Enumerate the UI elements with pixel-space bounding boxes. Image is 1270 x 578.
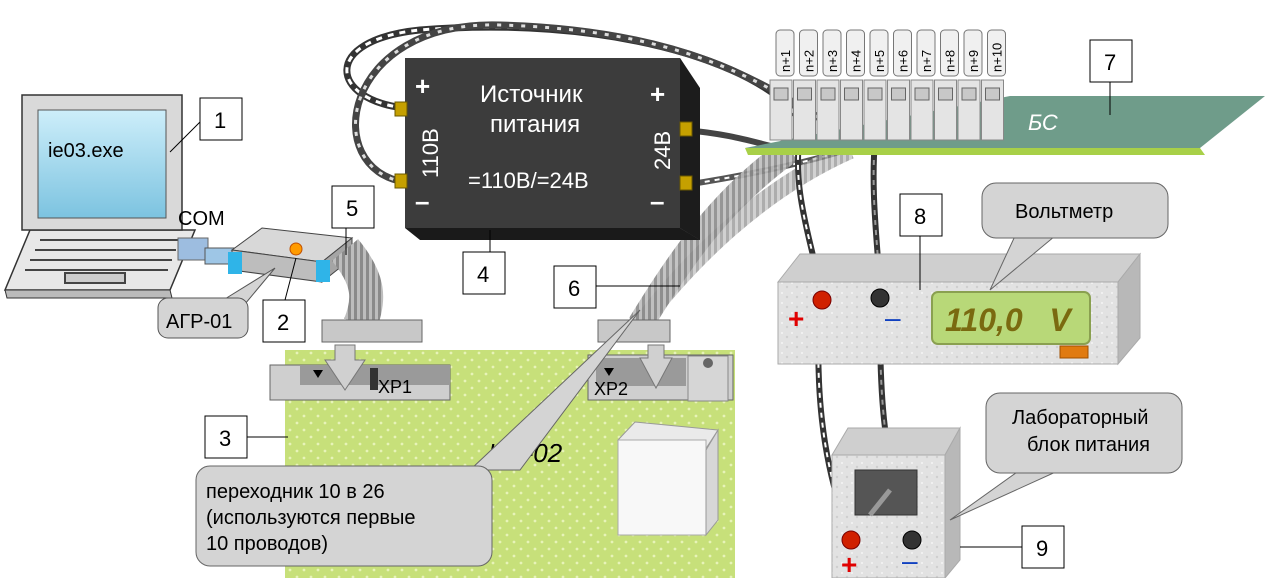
svg-text:9: 9 xyxy=(1036,536,1048,561)
marker-3: 3 xyxy=(205,416,247,458)
bs-terminal-screw xyxy=(915,88,929,100)
bs-terminal-screw xyxy=(986,88,1000,100)
adapter-note-line3: 10 проводов) xyxy=(206,533,328,555)
bs-terminal-label: n+10 xyxy=(990,43,1005,72)
bs-terminal-screw xyxy=(845,88,859,100)
psu-title-line1: Источник xyxy=(480,81,583,108)
com-port-label: COM xyxy=(178,208,225,230)
ribbon-cable-5 xyxy=(345,250,366,325)
bs-board: n+1 n+2 n+3 n+4 n+5 n+6 n+7 n+8 n+9 n+10 БС xyxy=(745,30,1265,155)
board-component xyxy=(618,422,718,535)
bs-terminal-block: n+1 n+2 n+3 n+4 n+5 n+6 n+7 n+8 n+9 n+10 xyxy=(770,30,1006,140)
svg-text:5: 5 xyxy=(346,196,358,221)
marker-9: 9 xyxy=(1022,526,1064,568)
bs-name: БС xyxy=(1028,110,1058,135)
svg-text:1: 1 xyxy=(214,108,226,133)
voltmeter: 110,0 V + – xyxy=(778,254,1140,364)
bs-terminal-label: n+9 xyxy=(966,50,981,72)
voltmeter-callout-text: Вольтметр xyxy=(1015,201,1113,223)
bs-terminal-screw xyxy=(821,88,835,100)
bs-terminal-screw xyxy=(774,88,788,100)
laptop-screen xyxy=(38,110,166,218)
voltmeter-minus-label: – xyxy=(885,302,901,333)
svg-text:8: 8 xyxy=(914,204,926,229)
bs-terminal-label: n+5 xyxy=(872,50,887,72)
agr-name: АГР-01 xyxy=(166,311,232,333)
xp2-label: XP2 xyxy=(594,379,628,399)
adapter-note-line2: (используются первые xyxy=(206,507,415,529)
bs-terminal-screw xyxy=(868,88,882,100)
marker-5: 5 xyxy=(332,186,374,228)
bs-terminal-screw xyxy=(939,88,953,100)
lab-power-supply: + – xyxy=(832,428,960,578)
psu-minus-right: – xyxy=(650,186,664,216)
bs-terminal-screw xyxy=(892,88,906,100)
xp2-connector: XP2 xyxy=(588,320,733,401)
bs-terminal-screw xyxy=(962,88,976,100)
voltmeter-reading: 110,0 V xyxy=(945,302,1073,338)
psu-title-line2: питания xyxy=(490,111,580,138)
psu-right-voltage: 24В xyxy=(650,131,675,170)
voltmeter-plus-label: + xyxy=(788,303,804,334)
laptop: ie03.exe COM xyxy=(5,95,225,298)
svg-text:7: 7 xyxy=(1104,50,1116,75)
marker-1: 1 xyxy=(200,98,242,140)
svg-text:2: 2 xyxy=(277,310,289,335)
bs-terminal-label: n+4 xyxy=(849,50,864,72)
bs-terminal-label: n+2 xyxy=(802,50,817,72)
lab-psu-callout: Лабораторный блок питания xyxy=(950,393,1182,520)
marker-8: 8 xyxy=(900,194,942,236)
adapter-note-line1: переходник 10 в 26 xyxy=(206,481,385,503)
marker-7: 7 xyxy=(1090,40,1132,82)
marker-2: 2 xyxy=(263,300,305,342)
svg-text:4: 4 xyxy=(477,262,489,287)
power-supply: + – + – Источник питания =110В/=24В 110В… xyxy=(395,58,700,240)
lab-psu-minus-label: – xyxy=(902,545,918,576)
bs-terminal-label: n+3 xyxy=(825,50,840,72)
marker-4: 4 xyxy=(463,252,505,294)
marker-6: 6 xyxy=(554,266,596,308)
lab-psu-plus-label: + xyxy=(841,549,857,578)
svg-text:3: 3 xyxy=(219,426,231,451)
psu-minus-left: – xyxy=(415,186,429,216)
bs-terminal-label: n+8 xyxy=(943,50,958,72)
xp1-label: XP1 xyxy=(378,377,412,397)
led-icon xyxy=(290,243,302,255)
lab-psu-callout-line1: Лабораторный xyxy=(1012,407,1148,429)
lab-psu-callout-line2: блок питания xyxy=(1027,434,1150,456)
bs-terminal-label: n+7 xyxy=(919,50,934,72)
lab-psu-plus-jack[interactable] xyxy=(842,531,860,549)
psu-voltages: =110В/=24В xyxy=(468,168,589,193)
svg-text:6: 6 xyxy=(568,276,580,301)
voltmeter-plus-jack[interactable] xyxy=(813,291,831,309)
bs-terminal-label: n+6 xyxy=(896,50,911,72)
bs-terminal-screw xyxy=(798,88,812,100)
laptop-screen-text: ie03.exe xyxy=(48,140,124,162)
psu-plus-right: + xyxy=(650,79,665,109)
bs-terminal-label: n+1 xyxy=(778,50,793,72)
agr-adapter xyxy=(205,228,352,282)
psu-left-voltage: 110В xyxy=(418,128,443,178)
psu-plus-left: + xyxy=(415,71,430,101)
